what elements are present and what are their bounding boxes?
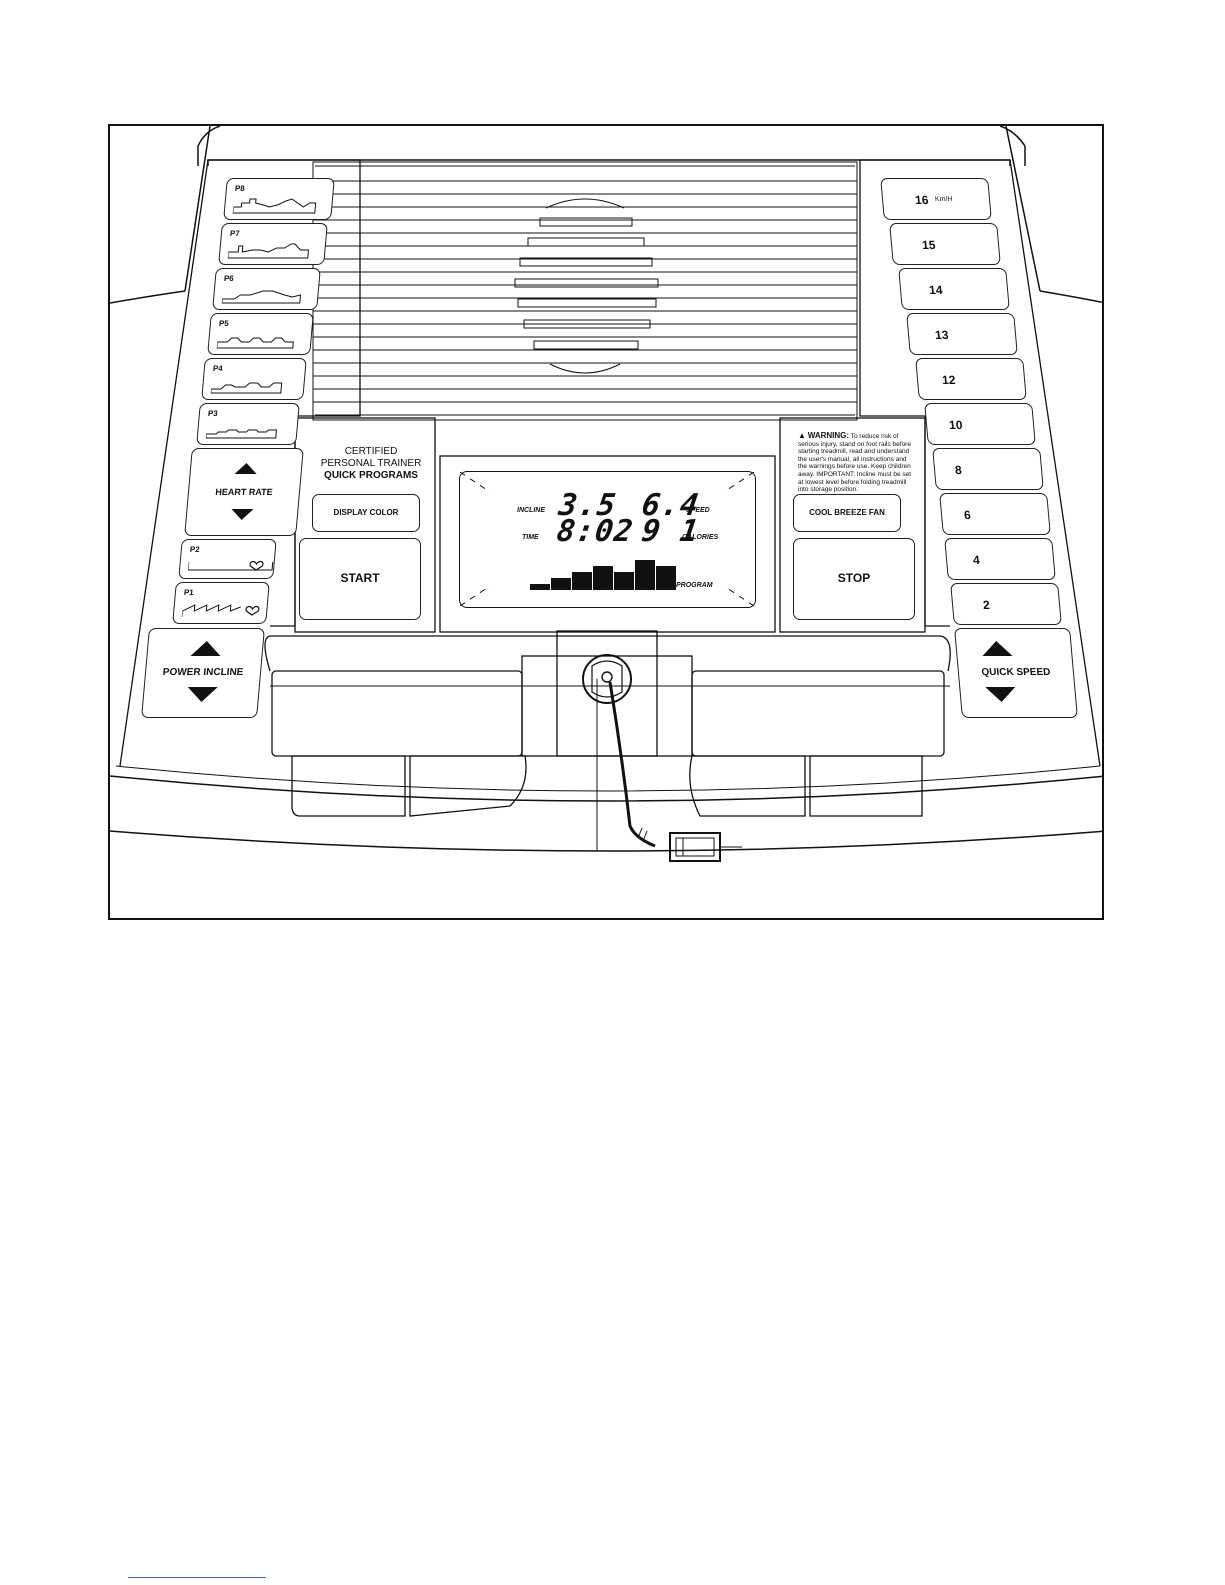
speed-key-10[interactable]: 10 bbox=[924, 403, 1036, 445]
program-label-p8: P8 bbox=[234, 184, 246, 193]
profile-icon-p1 bbox=[181, 604, 260, 617]
program-label: PROGRAM bbox=[676, 582, 713, 589]
console-diagram: P8 P7 P6 P5 P4 P3 HEART RATE P2 P1 POWER… bbox=[108, 124, 1104, 920]
arrow-down-icon bbox=[230, 509, 254, 520]
speed-key-label: 4 bbox=[972, 553, 981, 567]
lcd-display: INCLINE 3.5 6.4 SPEED TIME 8:02 9 1 CALO… bbox=[459, 471, 756, 608]
console-outline bbox=[110, 126, 1102, 862]
quick-speed-label: QUICK SPEED bbox=[981, 667, 1051, 678]
display-color-label: DISPLAY COLOR bbox=[333, 508, 399, 517]
program-label-p1: P1 bbox=[183, 588, 195, 597]
program-button-p4[interactable]: P4 bbox=[201, 358, 307, 400]
program-bar bbox=[593, 566, 613, 590]
footer-link-underline bbox=[128, 1577, 266, 1578]
power-incline-button[interactable]: POWER INCLINE bbox=[141, 628, 265, 718]
quick-programs-line2: PERSONAL TRAINER bbox=[320, 458, 422, 469]
program-label-p5: P5 bbox=[218, 319, 230, 328]
warning-text: To reduce risk of serious injury, stand … bbox=[798, 433, 912, 494]
speed-key-6[interactable]: 6 bbox=[939, 493, 1051, 535]
speed-key-14[interactable]: 14 bbox=[898, 268, 1010, 310]
display-color-button[interactable]: DISPLAY COLOR bbox=[312, 494, 420, 532]
program-label-p2: P2 bbox=[189, 545, 201, 554]
speed-key-label: 12 bbox=[941, 373, 957, 387]
quick-speed-button[interactable]: QUICK SPEED bbox=[954, 628, 1078, 718]
warning-triangle-icon: ▲ bbox=[798, 431, 806, 440]
power-incline-label: POWER INCLINE bbox=[162, 667, 244, 678]
program-label-p3: P3 bbox=[207, 409, 219, 418]
quick-programs-heading: CERTIFIED PERSONAL TRAINER QUICK PROGRAM… bbox=[306, 446, 436, 482]
incline-label: INCLINE bbox=[517, 507, 545, 514]
profile-icon-p7 bbox=[227, 243, 310, 259]
speed-key-label: 16 bbox=[914, 193, 930, 207]
speed-unit-label: Km/H bbox=[934, 196, 953, 203]
speed-key-label: 10 bbox=[948, 418, 964, 432]
start-label: START bbox=[340, 571, 380, 585]
arrow-up-icon bbox=[981, 641, 1013, 656]
quick-programs-line1: CERTIFIED bbox=[344, 446, 398, 457]
speed-label: SPEED bbox=[686, 507, 710, 514]
speed-key-label: 8 bbox=[954, 463, 963, 477]
speed-key-label: 14 bbox=[928, 283, 944, 297]
program-bar bbox=[572, 572, 592, 590]
arrow-up-icon bbox=[190, 641, 222, 656]
arrow-down-icon bbox=[985, 687, 1017, 702]
program-bar bbox=[614, 572, 634, 590]
profile-icon-p6 bbox=[221, 290, 302, 304]
quick-programs-line3: QUICK PROGRAMS bbox=[324, 470, 418, 481]
program-button-p8[interactable]: P8 bbox=[223, 178, 335, 220]
calories-label: CALORIES bbox=[682, 534, 719, 541]
speed-key-12[interactable]: 12 bbox=[915, 358, 1027, 400]
program-bar-chart bbox=[530, 560, 676, 590]
stop-label: STOP bbox=[837, 571, 871, 585]
program-bar bbox=[656, 566, 676, 590]
program-button-p1[interactable]: P1 bbox=[172, 582, 270, 624]
cool-breeze-fan-label: COOL BREEZE FAN bbox=[809, 508, 885, 517]
program-button-p6[interactable]: P6 bbox=[212, 268, 321, 310]
program-label-p6: P6 bbox=[223, 274, 235, 283]
speed-key-13[interactable]: 13 bbox=[906, 313, 1018, 355]
program-button-p2[interactable]: P2 bbox=[178, 539, 277, 579]
speed-key-label: 2 bbox=[982, 598, 991, 612]
profile-icon-p8 bbox=[232, 198, 317, 214]
warning-title: WARNING: bbox=[807, 431, 850, 440]
speed-key-label: 6 bbox=[963, 508, 972, 522]
program-bar bbox=[635, 560, 655, 590]
program-bar bbox=[551, 578, 571, 590]
start-button[interactable]: START bbox=[299, 538, 421, 620]
time-value: 8:02 bbox=[554, 514, 636, 549]
arrow-down-icon bbox=[186, 687, 218, 702]
warning-label: ▲ WARNING: To reduce risk of serious inj… bbox=[798, 432, 916, 494]
speed-key-label: 15 bbox=[921, 238, 937, 252]
cool-breeze-fan-button[interactable]: COOL BREEZE FAN bbox=[793, 494, 901, 532]
program-bar bbox=[530, 584, 550, 590]
time-label: TIME bbox=[522, 534, 539, 541]
program-label-p7: P7 bbox=[229, 229, 241, 238]
heart-rate-button[interactable]: HEART RATE bbox=[184, 448, 304, 536]
stop-button[interactable]: STOP bbox=[793, 538, 915, 620]
program-button-p5[interactable]: P5 bbox=[207, 313, 314, 355]
arrow-up-icon bbox=[234, 463, 258, 474]
profile-icon-p5 bbox=[216, 337, 294, 349]
speed-key-label: 13 bbox=[934, 328, 950, 342]
heart-rate-label: HEART RATE bbox=[214, 487, 274, 497]
profile-icon-p3 bbox=[205, 429, 278, 439]
speed-key-2[interactable]: 2 bbox=[950, 583, 1062, 625]
speed-key-4[interactable]: 4 bbox=[944, 538, 1056, 580]
calories-value: 9 1 bbox=[639, 514, 702, 549]
program-button-p3[interactable]: P3 bbox=[196, 403, 300, 445]
heart-icon bbox=[187, 560, 274, 571]
speed-key-8[interactable]: 8 bbox=[932, 448, 1044, 490]
profile-icon-p4 bbox=[210, 382, 283, 394]
program-button-p7[interactable]: P7 bbox=[218, 223, 328, 265]
speed-key-15[interactable]: 15 bbox=[889, 223, 1001, 265]
speed-key-16[interactable]: 16 Km/H bbox=[880, 178, 992, 220]
program-label-p4: P4 bbox=[212, 364, 224, 373]
